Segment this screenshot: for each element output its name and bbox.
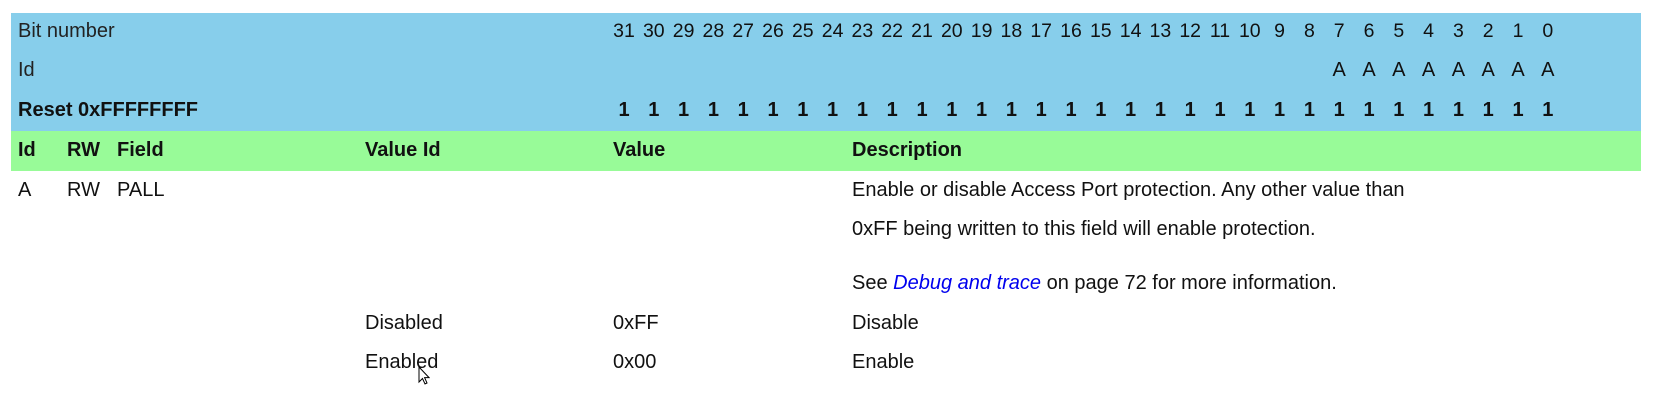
col-field-header: Field — [117, 139, 164, 161]
bit-id-cell: A — [1332, 59, 1346, 81]
bit-id-cell: A — [1362, 59, 1376, 81]
bit-number-cell: 31 — [613, 20, 635, 42]
bit-reset-cell: 1 — [1452, 99, 1464, 121]
bit-number-cell: 29 — [672, 20, 695, 42]
bit-number-cell: 16 — [1060, 20, 1082, 42]
field-description-line1: Enable or disable Access Port protection… — [852, 179, 1405, 201]
value-disabled: 0xFF — [613, 312, 659, 334]
bit-reset-cell: 1 — [976, 99, 988, 121]
bit-reset-cell: 1 — [1482, 99, 1494, 121]
bit-reset-cell: 1 — [678, 99, 690, 121]
description-enabled: Enable — [852, 351, 915, 373]
bit-reset-cell: 1 — [856, 99, 868, 121]
bit-reset-cell: 1 — [1274, 99, 1286, 121]
bit-id-cell: A — [1481, 59, 1495, 81]
bit-number-cell: 15 — [1089, 20, 1112, 42]
description-disabled: Disable — [852, 312, 919, 334]
bit-number-cell: 0 — [1542, 20, 1554, 42]
mouse-cursor-icon — [418, 366, 430, 385]
bit-reset-cell: 1 — [1363, 99, 1375, 121]
bit-number-cell: 4 — [1423, 20, 1435, 42]
reset-label: Reset 0xFFFFFFFF — [18, 99, 199, 121]
col-id-header: Id — [18, 139, 36, 161]
field-id: A — [18, 179, 32, 201]
bit-reset-cell: 1 — [797, 99, 809, 121]
bit-number-cell: 6 — [1363, 20, 1375, 42]
bit-number-cell: 19 — [970, 20, 993, 42]
bit-reset-cell: 1 — [1005, 99, 1017, 121]
register-header-band — [11, 13, 1641, 131]
bit-reset-cell: 1 — [1125, 99, 1137, 121]
bit-reset-cell: 1 — [648, 99, 660, 121]
bit-number-cell: 2 — [1482, 20, 1494, 42]
bit-reset-cell: 1 — [916, 99, 928, 121]
see-prefix: See — [852, 272, 894, 294]
bit-reset-cell: 1 — [1065, 99, 1077, 121]
bit-number-cell: 26 — [762, 20, 784, 42]
bit-number-cell: 21 — [911, 20, 933, 42]
bit-reset-cell: 1 — [1095, 99, 1107, 121]
bit-reset-cell: 1 — [1333, 99, 1345, 121]
bit-number-cell: 1 — [1512, 20, 1524, 42]
bit-reset-cell: 1 — [1512, 99, 1524, 121]
bit-number-cell: 22 — [881, 20, 904, 42]
value-enabled: 0x00 — [613, 351, 657, 373]
bit-number-cell: 20 — [940, 20, 963, 42]
bit-number-cell: 24 — [821, 20, 844, 42]
bit-reset-cell: 1 — [1154, 99, 1166, 121]
field-rw: RW — [67, 179, 100, 201]
bit-id-cell: A — [1392, 59, 1406, 81]
bit-reset-cell: 1 — [1542, 99, 1554, 121]
column-header-band — [11, 131, 1641, 171]
see-also-text: See Debug and trace on page 72 for more … — [852, 271, 1337, 295]
bit-number-cell: 7 — [1333, 20, 1345, 42]
col-rw-header: RW — [67, 139, 100, 161]
bit-number-cell: 28 — [702, 20, 725, 42]
bit-id-cell: A — [1541, 59, 1555, 81]
bit-reset-cell: 1 — [1393, 99, 1405, 121]
bit-reset-cell: 1 — [1035, 99, 1047, 121]
bit-reset-cell: 1 — [1303, 99, 1315, 121]
value-id-disabled: Disabled — [365, 312, 443, 334]
bit-number-cell: 8 — [1303, 20, 1315, 42]
bit-reset-cell: 1 — [1184, 99, 1196, 121]
bit-number-cell: 25 — [791, 20, 814, 42]
id-label: Id — [18, 59, 35, 81]
bit-number-cell: 23 — [851, 20, 874, 42]
bit-number-cell: 11 — [1209, 20, 1231, 42]
col-value-id-header: Value Id — [365, 139, 441, 161]
bit-number-cell: 5 — [1393, 20, 1405, 42]
bit-reset-cell: 1 — [767, 99, 779, 121]
bit-number-cell: 12 — [1179, 20, 1202, 42]
bit-reset-cell: 1 — [827, 99, 839, 121]
bit-reset-cell: 1 — [886, 99, 898, 121]
col-description-header: Description — [852, 139, 963, 161]
bit-id-cell: A — [1451, 59, 1466, 81]
bit-number-cell: 18 — [1000, 20, 1023, 42]
bit-number-label: Bit number — [18, 20, 115, 42]
bit-reset-cell: 1 — [1423, 99, 1435, 121]
bit-reset-cell: 1 — [618, 99, 630, 121]
bit-number-cell: 9 — [1274, 20, 1286, 42]
bit-id-cell: A — [1511, 59, 1525, 81]
bit-reset-cell: 1 — [1214, 99, 1226, 121]
field-name: PALL — [117, 179, 165, 201]
bit-number-cell: 13 — [1149, 20, 1172, 42]
bit-reset-cell: 1 — [707, 99, 719, 121]
bit-number-cell: 3 — [1452, 20, 1464, 42]
field-description-line2: 0xFF being written to this field will en… — [852, 218, 1316, 240]
bit-number-cell: 17 — [1030, 20, 1053, 42]
bit-id-cell: A — [1421, 59, 1436, 81]
bit-number-cell: 27 — [732, 20, 755, 42]
bit-number-cell: 10 — [1238, 20, 1261, 42]
col-value-header: Value — [613, 139, 666, 161]
bit-reset-cell: 1 — [1244, 99, 1256, 121]
bit-reset-cell: 1 — [737, 99, 749, 121]
debug-and-trace-link[interactable]: Debug and trace — [893, 272, 1042, 294]
bit-number-cell: 14 — [1119, 20, 1142, 42]
bit-number-cell: 30 — [642, 20, 665, 42]
bit-reset-cell: 1 — [946, 99, 958, 121]
see-suffix: on page 72 for more information. — [1041, 272, 1337, 294]
